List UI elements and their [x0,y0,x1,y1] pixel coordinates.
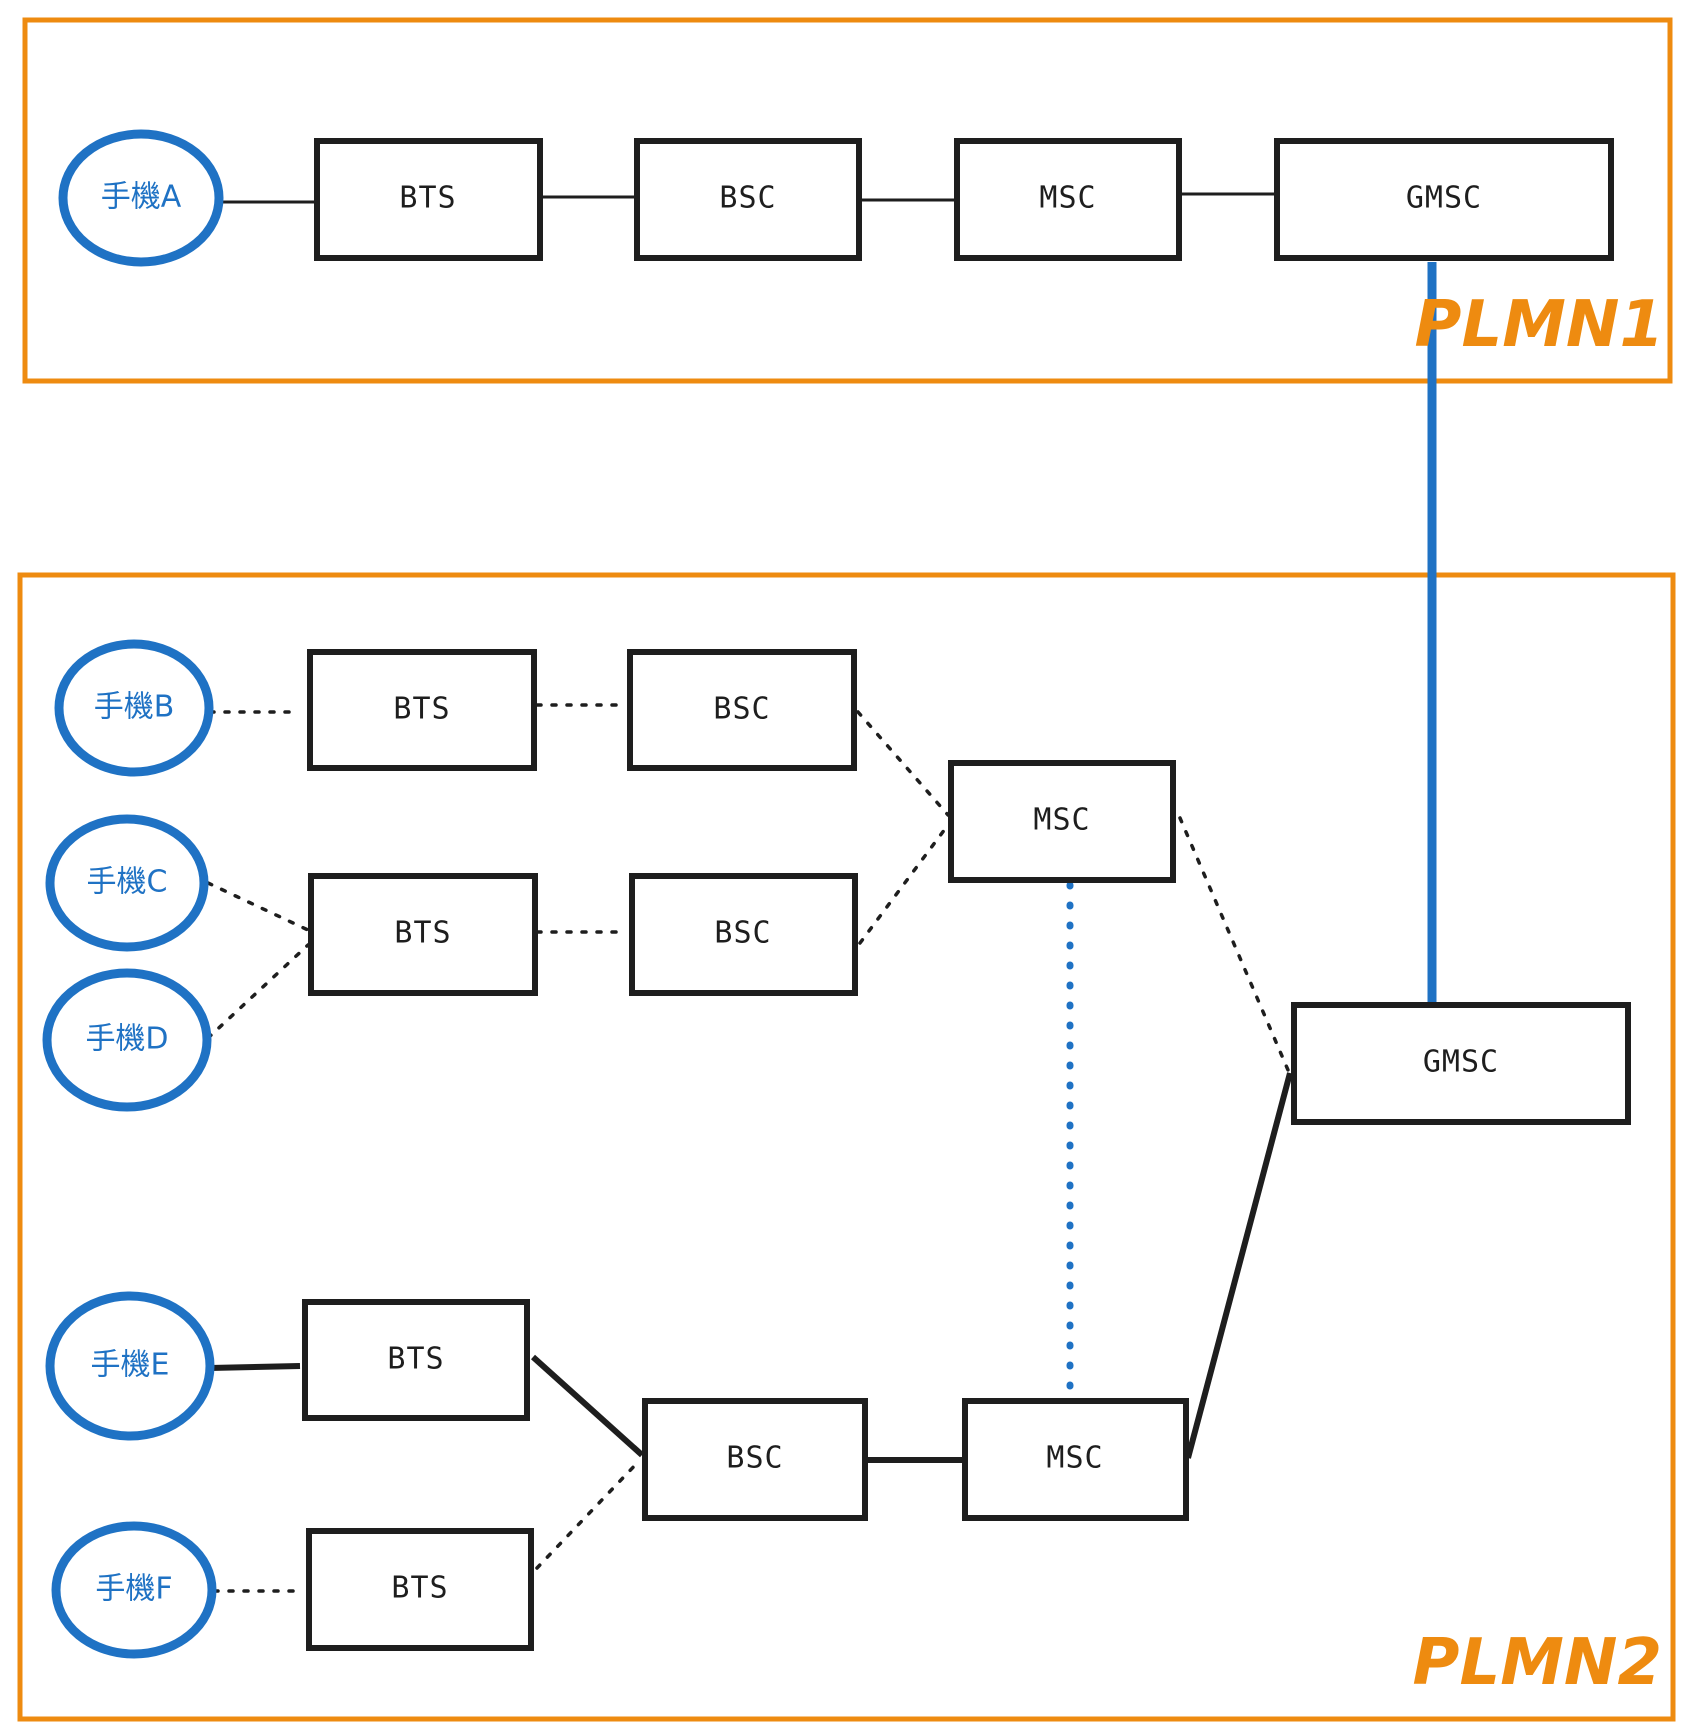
p2-bsc3-label: BSC [726,1441,783,1476]
link-phone-d-bts2 [206,943,310,1040]
p1-gmsc-box [1274,138,1614,261]
p2-gmsc-box [1291,1002,1631,1125]
p1-bsc[interactable]: BSC [634,138,862,261]
p1-bts[interactable]: BTS [314,138,543,261]
p2-msc1-box [948,760,1176,883]
p2-msc1[interactable]: MSC [948,760,1176,883]
p2-msc2-box [962,1398,1189,1521]
p2-bsc1-label: BSC [713,692,770,727]
link-p2-msc1-gmsc [1178,816,1290,1072]
link-p2-bsc1-msc1 [856,710,950,817]
p2-bts4-label: BTS [391,1571,448,1606]
p1-gmsc[interactable]: GMSC [1274,138,1614,261]
phone-d-circle [42,968,212,1112]
plmn1-label: PLMN1 [1415,288,1664,362]
p2-bsc2-label: BSC [714,916,771,951]
p2-bts2-label: BTS [394,916,451,951]
phone-b-label: 手機B [94,690,175,725]
phone-a-circle [58,129,224,267]
p1-gmsc-label: GMSC [1406,181,1482,216]
phone-c-circle [45,814,209,952]
phone-c[interactable]: 手機C [45,814,209,952]
phone-e[interactable]: 手機E [45,1291,215,1441]
p2-bsc2-box [629,873,858,996]
phone-e-label: 手機E [91,1348,170,1383]
p1-bsc-label: BSC [719,181,776,216]
phone-a-label: 手機A [101,180,182,215]
p2-bsc1-box [627,649,857,771]
p2-bts1-box [307,649,537,771]
p2-msc2[interactable]: MSC [962,1398,1189,1521]
p1-bsc-box [634,138,862,261]
p2-bsc2[interactable]: BSC [629,873,858,996]
p1-bts-box [314,138,543,261]
phone-f[interactable]: 手機F [51,1521,217,1659]
phone-e-circle [45,1291,215,1441]
phone-a[interactable]: 手機A [58,129,224,267]
p2-bsc1[interactable]: BSC [627,649,857,771]
p1-msc-label: MSC [1039,181,1096,216]
p2-bts4[interactable]: BTS [306,1528,534,1651]
p2-bts4-box [306,1528,534,1651]
p2-bts3-box [302,1299,530,1421]
p2-gmsc-label: GMSC [1423,1045,1499,1080]
phone-d-label: 手機D [85,1022,168,1057]
link-phone-c-bts2 [206,881,310,932]
p2-bts3-label: BTS [387,1342,444,1377]
link-p2-bts4-bsc3 [535,1458,642,1570]
link-p2-bts3-bsc3 [530,1354,645,1458]
p2-bts2[interactable]: BTS [308,873,538,996]
p1-msc-box [954,138,1182,261]
p2-bsc3-box [642,1398,868,1521]
link-p2-msc2-gmsc [1185,1072,1293,1459]
phone-b-circle [54,639,214,777]
p1-msc[interactable]: MSC [954,138,1182,261]
p2-bts1-label: BTS [393,692,450,727]
phone-f-circle [51,1521,217,1659]
p1-bts-label: BTS [399,181,456,216]
phone-c-label: 手機C [87,865,168,900]
link-p2-bsc2-msc1 [858,823,950,945]
p2-bts1[interactable]: BTS [307,649,537,771]
plmn2-label: PLMN2 [1413,1626,1662,1700]
p2-msc2-label: MSC [1046,1441,1103,1476]
p2-msc1-label: MSC [1033,803,1090,838]
phone-f-label: 手機F [95,1572,172,1607]
phone-b[interactable]: 手機B [54,639,214,777]
plmn1-frame [22,17,1673,384]
p2-bts2-box [308,873,538,996]
phone-d[interactable]: 手機D [42,968,212,1112]
p2-bsc3[interactable]: BSC [642,1398,868,1521]
p2-bts3[interactable]: BTS [302,1299,530,1421]
link-phone-e-bts3 [209,1363,301,1371]
plmn2-frame [17,572,1676,1722]
p2-gmsc[interactable]: GMSC [1291,1002,1631,1125]
